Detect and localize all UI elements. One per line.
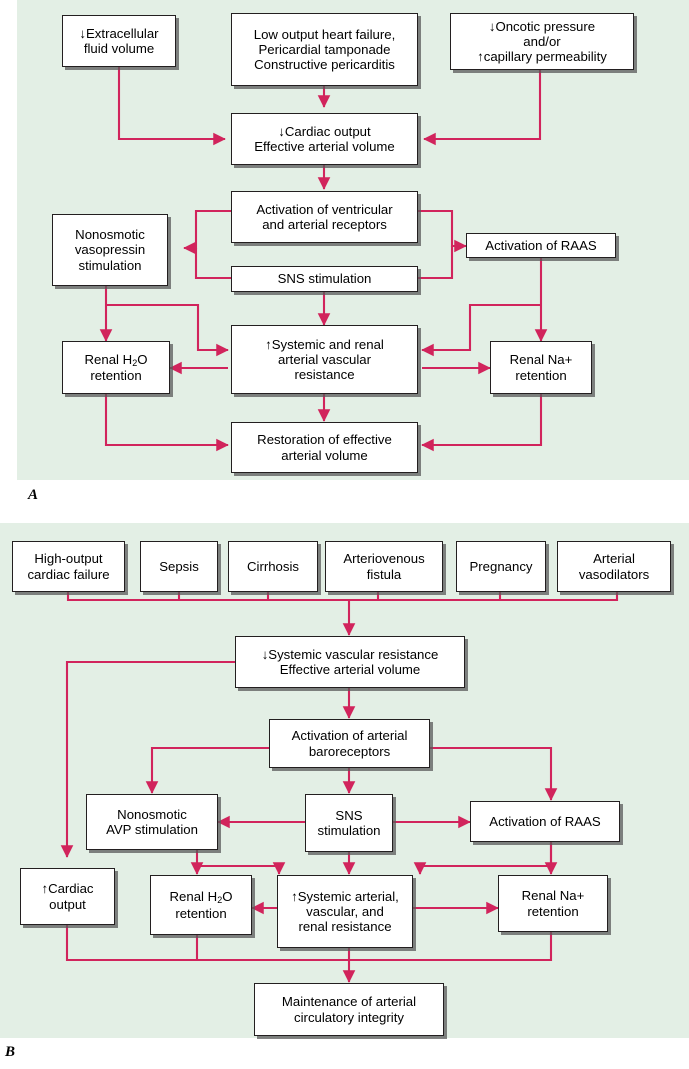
node-label: ↓Cardiac output Effective arterial volum… (254, 123, 395, 154)
node-oncotic-pressure[interactable]: ↓Oncotic pressure and/or ↑capillary perm… (450, 13, 634, 70)
node-nonosmotic-vasopressin-stimulation[interactable]: Nonosmotic vasopressin stimulation (52, 214, 168, 286)
node-label: Cirrhosis (246, 558, 300, 574)
panel-label-b: B (5, 1044, 16, 1060)
node-label: Renal Na+ retention (509, 352, 573, 383)
node-pregnancy[interactable]: Pregnancy (456, 541, 546, 592)
node-renal-na-retention-b[interactable]: Renal Na+ retention (498, 875, 608, 932)
node-sepsis[interactable]: Sepsis (140, 541, 218, 592)
node-label: ↓Systemic vascular resistance Effective … (261, 646, 439, 677)
node-label: SNS stimulation (277, 271, 372, 287)
node-maintenance-of-arterial-circulatory-integrity[interactable]: Maintenance of arterial circulatory inte… (254, 983, 444, 1036)
node-label: Maintenance of arterial circulatory inte… (281, 994, 417, 1025)
node-label: Low output heart failure, Pericardial ta… (253, 26, 396, 73)
node-arterial-vasodilators[interactable]: Arterial vasodilators (557, 541, 671, 592)
node-label: Arteriovenous fistula (343, 551, 425, 582)
node-label: High-output cardiac failure (27, 551, 110, 582)
panel-b-background (0, 523, 689, 1038)
node-label: Renal Na+ retention (521, 888, 585, 919)
node-activation-of-raas-b[interactable]: Activation of RAAS (470, 801, 620, 842)
node-label: ↑Systemic and renal arterial vascular re… (265, 336, 384, 383)
node-cirrhosis[interactable]: Cirrhosis (228, 541, 318, 592)
panel-label-a: A (28, 487, 39, 503)
node-label: Activation of ventricular and arterial r… (256, 201, 393, 232)
node-label: ↓Oncotic pressure and/or ↑capillary perm… (477, 18, 607, 65)
node-label: ↑Systemic arterial, vascular, and renal … (291, 888, 399, 935)
node-activation-of-arterial-baroreceptors[interactable]: Activation of arterial baroreceptors (269, 719, 430, 768)
node-sns-stimulation-b[interactable]: SNS stimulation (305, 794, 393, 852)
node-label: ↓Extracellular fluid volume (79, 25, 159, 56)
node-systemic-and-renal-resistance[interactable]: ↑Systemic and renal arterial vascular re… (231, 325, 418, 394)
node-cardiac-output[interactable]: ↓Cardiac output Effective arterial volum… (231, 113, 418, 165)
node-label: Restoration of effective arterial volume (257, 432, 392, 463)
node-extracellular-fluid-volume[interactable]: ↓Extracellular fluid volume (62, 15, 176, 67)
node-sns-stimulation[interactable]: SNS stimulation (231, 266, 418, 292)
node-nonosmotic-avp-stimulation[interactable]: Nonosmotic AVP stimulation (86, 794, 218, 850)
node-label: Nonosmotic vasopressin stimulation (74, 227, 146, 273)
node-label: Activation of RAAS (485, 237, 597, 253)
node-label: Activation of RAAS (489, 813, 601, 829)
node-restoration-of-effective-arterial-volume[interactable]: Restoration of effective arterial volume (231, 422, 418, 473)
node-low-output-heart-failure[interactable]: Low output heart failure, Pericardial ta… (231, 13, 418, 86)
node-high-output-cardiac-failure[interactable]: High-output cardiac failure (12, 541, 125, 592)
node-activation-of-raas[interactable]: Activation of RAAS (466, 233, 616, 258)
node-cardiac-output-b[interactable]: ↑Cardiac output (20, 868, 115, 925)
node-systemic-vascular-resistance[interactable]: ↓Systemic vascular resistance Effective … (235, 636, 465, 688)
node-activation-of-receptors[interactable]: Activation of ventricular and arterial r… (231, 191, 418, 243)
node-label: Arterial vasodilators (578, 551, 650, 582)
node-label: Activation of arterial baroreceptors (291, 728, 408, 759)
node-label: SNS stimulation (317, 807, 381, 838)
node-label: Pregnancy (469, 558, 533, 574)
node-systemic-arterial-resistance[interactable]: ↑Systemic arterial, vascular, and renal … (277, 875, 413, 948)
node-label: Nonosmotic AVP stimulation (106, 806, 198, 837)
node-label: ↑Cardiac output (41, 881, 94, 912)
node-renal-na-retention[interactable]: Renal Na+ retention (490, 341, 592, 394)
node-label: Sepsis (159, 558, 199, 574)
node-arteriovenous-fistula[interactable]: Arteriovenous fistula (325, 541, 443, 592)
